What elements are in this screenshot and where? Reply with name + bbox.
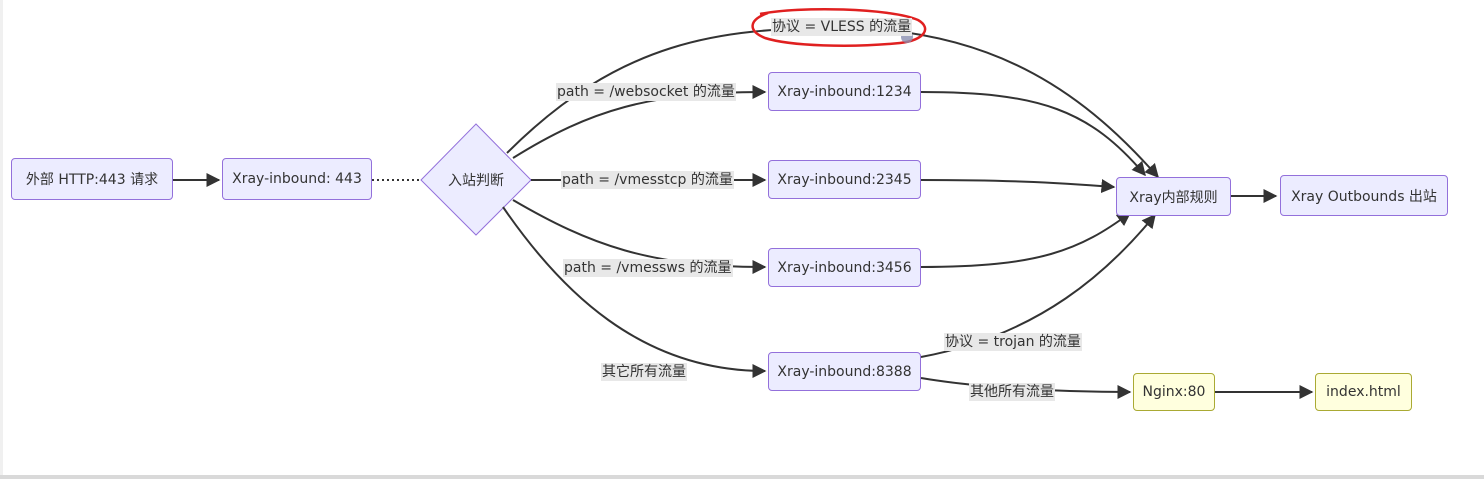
edge-label-vmesstcp: path = /vmesstcp 的流量 — [561, 171, 734, 189]
node-inbound-decision: 入站判断 — [448, 173, 504, 189]
edge-label-websocket: path = /websocket 的流量 — [556, 83, 736, 101]
node-nginx: Nginx:80 — [1133, 373, 1215, 411]
bottom-scrollbar[interactable] — [0, 475, 1484, 479]
edge-label-vless: 协议 = VLESS 的流量 — [771, 18, 913, 36]
edge-3456-to-rules — [920, 212, 1132, 268]
node-xray-inbound-2345: Xray-inbound:2345 — [768, 160, 921, 199]
edge-label-vmessws: path = /vmessws 的流量 — [563, 259, 733, 277]
node-index-html: index.html — [1315, 373, 1412, 411]
edge-websocket — [512, 85, 767, 159]
node-xray-outbounds: Xray Outbounds 出站 — [1280, 175, 1448, 216]
edge-other-all — [502, 206, 767, 378]
edge-2345-to-rules — [920, 179, 1116, 193]
node-external-request: 外部 HTTP:443 请求 — [11, 158, 173, 200]
node-xray-inbound-8388: Xray-inbound:8388 — [768, 352, 921, 391]
node-xray-rules: Xray内部规则 — [1116, 177, 1231, 216]
edge-label-other-rest: 其他所有流量 — [969, 383, 1055, 401]
node-xray-inbound-3456: Xray-inbound:3456 — [768, 248, 921, 287]
edge-label-other-all: 其它所有流量 — [601, 363, 687, 381]
edge-vmessws — [512, 199, 767, 274]
highlight-circle — [751, 7, 927, 47]
edge-label-trojan: 协议 = trojan 的流量 — [944, 333, 1082, 351]
window-edge — [0, 0, 3, 479]
node-xray-inbound-1234: Xray-inbound:1234 — [768, 72, 921, 111]
node-xray-inbound-443: Xray-inbound: 443 — [222, 158, 372, 200]
edge-1234-to-rules — [920, 91, 1146, 177]
